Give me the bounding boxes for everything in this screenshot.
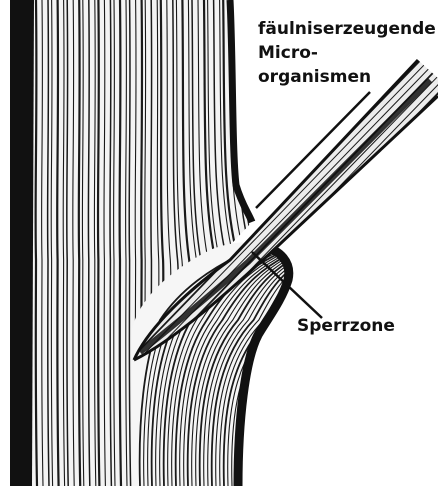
grain-line	[57, 0, 58, 486]
left-bark-edge	[10, 0, 34, 486]
label-barrier-zone: Sperrzone	[297, 315, 395, 337]
grain-line	[79, 0, 80, 486]
grain-line	[36, 0, 37, 486]
label-decay-organisms-line3: organismen	[258, 66, 371, 88]
grain-line	[120, 0, 121, 486]
grain-line	[98, 0, 99, 486]
label-decay-organisms-line1: fäulniserzeugende	[258, 18, 436, 40]
label-decay-organisms-line2: Micro-	[258, 42, 318, 64]
